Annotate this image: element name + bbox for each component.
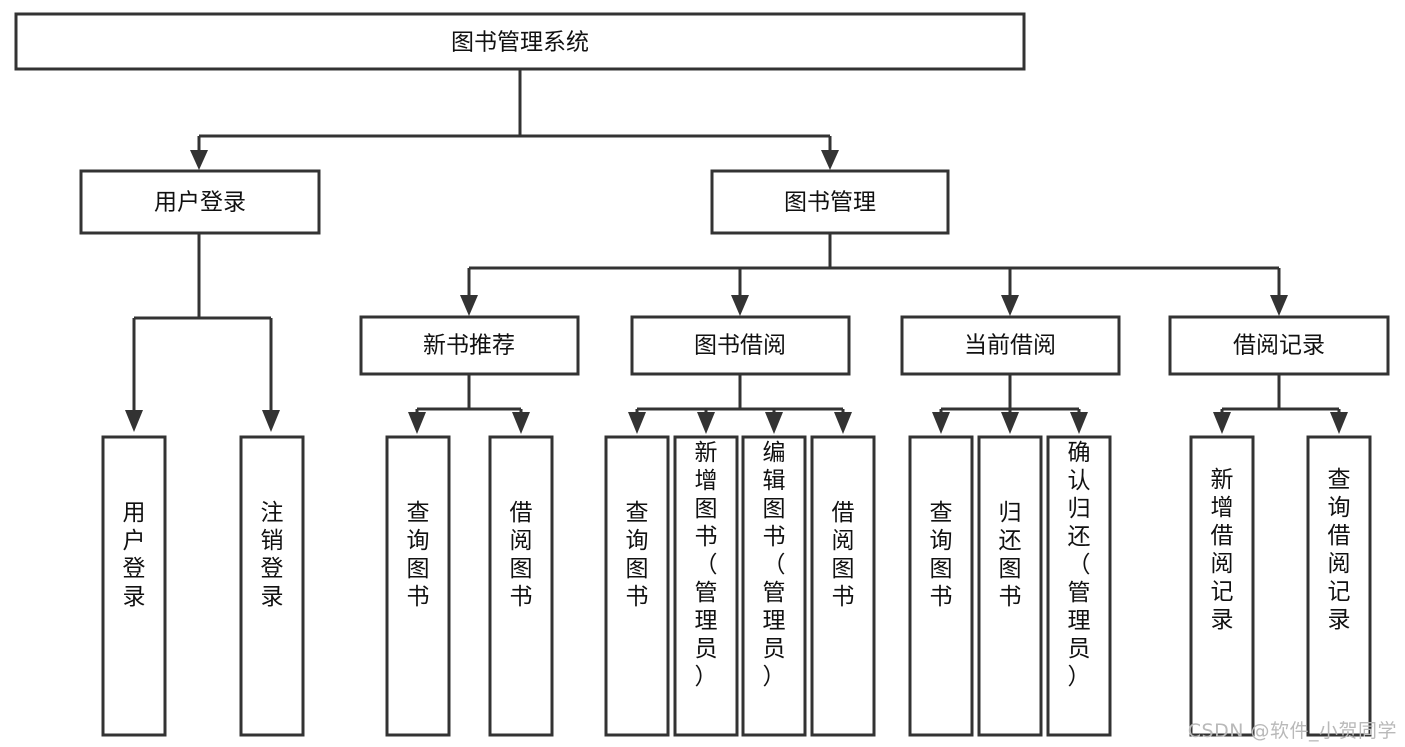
leaf-confirm-return-box[interactable] — [1046, 435, 1112, 737]
leaf-add-record[interactable]: 新增借阅记录 — [1189, 435, 1255, 737]
arrow-head-leaf-query-book-3 — [932, 412, 950, 434]
leaf-query-book-2-box[interactable] — [604, 435, 670, 737]
node-root-label: 图书管理系统 — [451, 30, 589, 56]
arrow-head-leaf-query-record — [1330, 412, 1348, 434]
node-book-manage-box[interactable] — [710, 169, 950, 235]
leaf-logout-login-label: 注销登录 — [261, 500, 284, 610]
leaf-add-book-box[interactable] — [673, 435, 739, 737]
leaf-edit-book-label: 编辑图书（管理员） — [763, 440, 786, 690]
node-book-manage[interactable]: 图书管理 — [710, 169, 950, 235]
leaf-add-record-box[interactable] — [1189, 435, 1255, 737]
arrow-head-leaf-add-record — [1213, 412, 1231, 434]
leaf-query-book-3-label: 查询图书 — [930, 500, 953, 610]
arrow-head-user-login — [190, 150, 208, 170]
arrow-head-leaf-borrow-book-1 — [512, 412, 530, 434]
node-current-borrow-box[interactable] — [900, 315, 1121, 376]
node-borrow-record[interactable]: 借阅记录 — [1168, 315, 1390, 376]
leaf-borrow-book-1-label: 借阅图书 — [510, 500, 533, 610]
arrow-head-leaf-confirm-return — [1070, 412, 1088, 434]
node-borrow-record-label: 借阅记录 — [1233, 333, 1325, 359]
csdn-watermark: CSDN @软件_小贺同学 — [1187, 720, 1397, 742]
leaf-borrow-book-1[interactable]: 借阅图书 — [488, 435, 554, 737]
leaf-query-book-3-box[interactable] — [908, 435, 974, 737]
arrow-head-leaf-borrow-book-2 — [834, 412, 852, 434]
node-new-book-recommend-box[interactable] — [359, 315, 580, 376]
arrow-head-new-book-recommend — [460, 295, 478, 316]
leaf-borrow-book-2[interactable]: 借阅图书 — [810, 435, 876, 737]
leaf-return-book-label: 归还图书 — [999, 500, 1022, 610]
leaf-borrow-book-2-box[interactable] — [810, 435, 876, 737]
node-user-login[interactable]: 用户登录 — [79, 169, 321, 235]
node-user-login-box[interactable] — [79, 169, 321, 235]
node-book-manage-label: 图书管理 — [784, 190, 876, 216]
leaf-query-book-1[interactable]: 查询图书 — [385, 435, 451, 737]
leaf-query-book-1-label: 查询图书 — [407, 500, 430, 610]
node-root[interactable]: 图书管理系统 — [14, 12, 1026, 71]
leaf-query-book-3[interactable]: 查询图书 — [908, 435, 974, 737]
leaf-query-record[interactable]: 查询借阅记录 — [1306, 435, 1372, 737]
node-book-borrow[interactable]: 图书借阅 — [630, 315, 851, 376]
leaf-confirm-return[interactable]: 确认归还（管理员） — [1046, 435, 1112, 737]
leaf-query-record-label: 查询借阅记录 — [1328, 467, 1351, 633]
node-new-book-recommend-label: 新书推荐 — [423, 333, 515, 359]
node-new-book-recommend[interactable]: 新书推荐 — [359, 315, 580, 376]
leaf-logout-login[interactable]: 注销登录 — [239, 435, 305, 737]
node-book-borrow-label: 图书借阅 — [694, 333, 786, 359]
leaf-borrow-book-2-label: 借阅图书 — [832, 500, 855, 610]
connector-group — [125, 69, 1348, 434]
leaf-edit-book[interactable]: 编辑图书（管理员） — [741, 435, 807, 737]
node-root-box[interactable] — [14, 12, 1026, 71]
leaf-return-book-box[interactable] — [977, 435, 1043, 737]
arrow-head-leaf-edit-book — [765, 412, 783, 434]
node-user-login-label: 用户登录 — [154, 190, 246, 216]
arrow-head-leaf-user-login — [125, 410, 143, 432]
leaf-query-book-2[interactable]: 查询图书 — [604, 435, 670, 737]
leaf-borrow-book-1-box[interactable] — [488, 435, 554, 737]
leaf-add-record-label: 新增借阅记录 — [1211, 467, 1234, 633]
leaf-user-login-label: 用户登录 — [123, 500, 146, 610]
node-borrow-record-box[interactable] — [1168, 315, 1390, 376]
arrow-head-leaf-query-book-2 — [628, 412, 646, 434]
leaf-query-book-2-label: 查询图书 — [626, 500, 649, 610]
arrow-head-current-borrow — [1001, 295, 1019, 316]
node-current-borrow-label: 当前借阅 — [964, 333, 1056, 359]
arrow-head-leaf-add-book — [697, 412, 715, 434]
leaf-return-book[interactable]: 归还图书 — [977, 435, 1043, 737]
arrow-head-book-manage — [821, 150, 839, 170]
leaf-user-login[interactable]: 用户登录 — [101, 435, 167, 737]
leaf-logout-login-box[interactable] — [239, 435, 305, 737]
leaf-add-book-label: 新增图书（管理员） — [695, 440, 718, 690]
arrow-head-leaf-query-book-1 — [408, 412, 426, 434]
arrow-head-leaf-logout-login — [262, 410, 280, 432]
leaf-query-book-1-box[interactable] — [385, 435, 451, 737]
arrow-head-book-borrow — [731, 295, 749, 316]
leaf-query-record-box[interactable] — [1306, 435, 1372, 737]
leaf-user-login-box[interactable] — [101, 435, 167, 737]
node-book-borrow-box[interactable] — [630, 315, 851, 376]
node-current-borrow[interactable]: 当前借阅 — [900, 315, 1121, 376]
leaf-confirm-return-label: 确认归还（管理员） — [1068, 440, 1091, 690]
arrow-head-leaf-return-book — [1001, 412, 1019, 434]
leaf-add-book[interactable]: 新增图书（管理员） — [673, 435, 739, 737]
arrow-head-borrow-record — [1270, 295, 1288, 316]
leaf-edit-book-box[interactable] — [741, 435, 807, 737]
